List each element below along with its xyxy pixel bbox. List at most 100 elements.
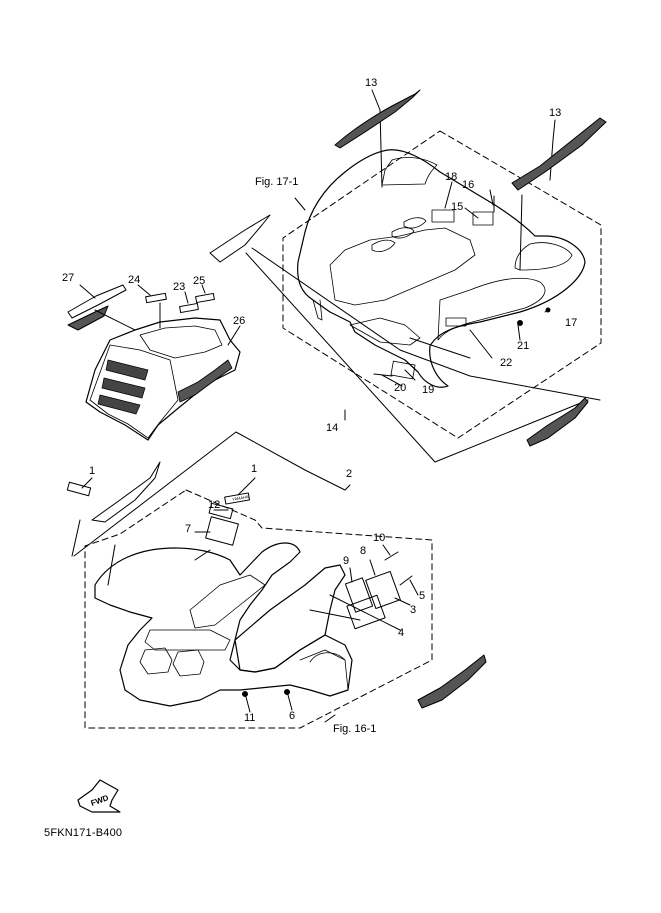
tool-box-top (139, 325, 223, 359)
callout-16[interactable]: 16 (462, 179, 475, 191)
leader-18 (444, 181, 453, 209)
callout-21[interactable]: 21 (517, 340, 530, 352)
part-22-plate (445, 317, 467, 327)
callout-6[interactable]: 6 (289, 710, 296, 722)
decal-1b (224, 492, 251, 505)
callout-25[interactable]: 25 (193, 275, 206, 287)
callout-5[interactable]: 5 (419, 590, 426, 602)
callout-19[interactable]: 19 (422, 384, 435, 396)
tool-box-slat-1 (105, 359, 149, 381)
callout-14[interactable]: 14 (326, 422, 339, 434)
tool-box-slat-3 (97, 394, 141, 415)
leader-fender-front (107, 544, 116, 586)
leader-13b (549, 119, 556, 181)
front-fender-inner (189, 574, 266, 629)
fwd-icon (77, 779, 121, 813)
rear-fender (297, 149, 586, 388)
leader-5 (409, 579, 419, 596)
leader-26 (227, 325, 241, 346)
callout-9[interactable]: 9 (343, 555, 350, 567)
leader-23 (184, 291, 189, 304)
front-fender-right (234, 564, 346, 673)
figure-ref-upper[interactable]: Fig. 17-1 (255, 176, 299, 188)
decal-2-right (417, 654, 487, 709)
callout-23[interactable]: 23 (173, 281, 186, 293)
rear-fender-boundary (282, 130, 602, 439)
diagram-code: 5FKN171-B400 (44, 827, 123, 839)
part-20-screw (373, 373, 393, 377)
callout-1b[interactable]: 1 (251, 463, 258, 475)
part-18-decal (431, 209, 455, 223)
callout-11[interactable]: 11 (244, 712, 256, 724)
leader-1-left (71, 519, 81, 557)
part-17-nut (545, 307, 551, 313)
callout-10[interactable]: 10 (373, 532, 386, 544)
leader-1b (237, 477, 256, 496)
leader-15 (464, 207, 479, 219)
decal-fig17-left (209, 214, 271, 263)
callout-18[interactable]: 18 (445, 171, 458, 183)
part-10-screw (384, 551, 399, 561)
callout-2[interactable]: 2 (346, 468, 353, 480)
rear-fender-slot3 (403, 217, 427, 229)
part-4-frame (346, 594, 386, 630)
front-fender-headlight-right (172, 649, 205, 677)
callout-8[interactable]: 8 (360, 545, 367, 557)
leader-4b (309, 609, 361, 621)
rear-fender-inner-left (381, 157, 438, 186)
decal-23 (179, 302, 199, 314)
decal-13-right (511, 117, 607, 191)
leader-3 (394, 597, 411, 606)
callout-20[interactable]: 20 (394, 382, 407, 394)
rear-fender-shroud (437, 277, 546, 341)
decal-1a (66, 481, 92, 497)
part-15-plate (472, 211, 494, 226)
leader-27 (79, 284, 96, 299)
callout-27[interactable]: 27 (62, 272, 75, 284)
front-fender-right-bottom (299, 649, 349, 691)
leader-fig16 (324, 714, 336, 723)
leader-8 (369, 559, 376, 576)
leader-24 (137, 284, 151, 296)
rear-fender-slot2 (391, 227, 415, 239)
callout-13b[interactable]: 13 (549, 107, 562, 119)
callout-15[interactable]: 15 (451, 201, 464, 213)
leader-16 (489, 189, 494, 206)
decal-25 (195, 292, 215, 304)
decal-14-right (526, 397, 589, 447)
callout-1a[interactable]: 1 (89, 465, 96, 477)
decal-7 (205, 516, 239, 546)
front-fender-headlight-left (139, 647, 173, 675)
callout-13a[interactable]: 13 (365, 77, 378, 89)
rear-fender-slot1 (371, 239, 396, 252)
leader-fig17 (294, 197, 306, 211)
callout-17[interactable]: 17 (565, 317, 578, 329)
part-5-screw (399, 575, 413, 586)
rear-fender-tray (329, 227, 476, 306)
part-19-plate (390, 360, 416, 380)
callout-22[interactable]: 22 (500, 357, 513, 369)
tool-box-group (67, 284, 241, 441)
leader-19 (404, 369, 416, 381)
leader-11 (245, 696, 251, 713)
callout-4[interactable]: 4 (398, 627, 405, 639)
callout-24[interactable]: 24 (128, 274, 141, 286)
leader-27-box (94, 309, 136, 331)
figure-ref-lower[interactable]: Fig. 16-1 (333, 723, 377, 735)
callout-3[interactable]: 3 (410, 604, 417, 616)
part-6-nut (284, 689, 290, 695)
rear-fender-group (245, 89, 602, 463)
decal-24 (145, 292, 167, 304)
callout-12[interactable]: 12 (208, 499, 221, 511)
front-fender-boundary (84, 489, 433, 729)
leader-25 (201, 284, 206, 294)
leader-ref14-left (245, 252, 589, 463)
callout-26[interactable]: 26 (233, 315, 246, 327)
fwd-arrow (77, 779, 121, 813)
front-fender-group (66, 431, 487, 729)
front-fender (94, 542, 353, 707)
rear-fender-side-edge (312, 299, 323, 321)
fwd-label: FWD (90, 793, 110, 808)
leader-10 (382, 544, 391, 556)
callout-7[interactable]: 7 (185, 523, 192, 535)
